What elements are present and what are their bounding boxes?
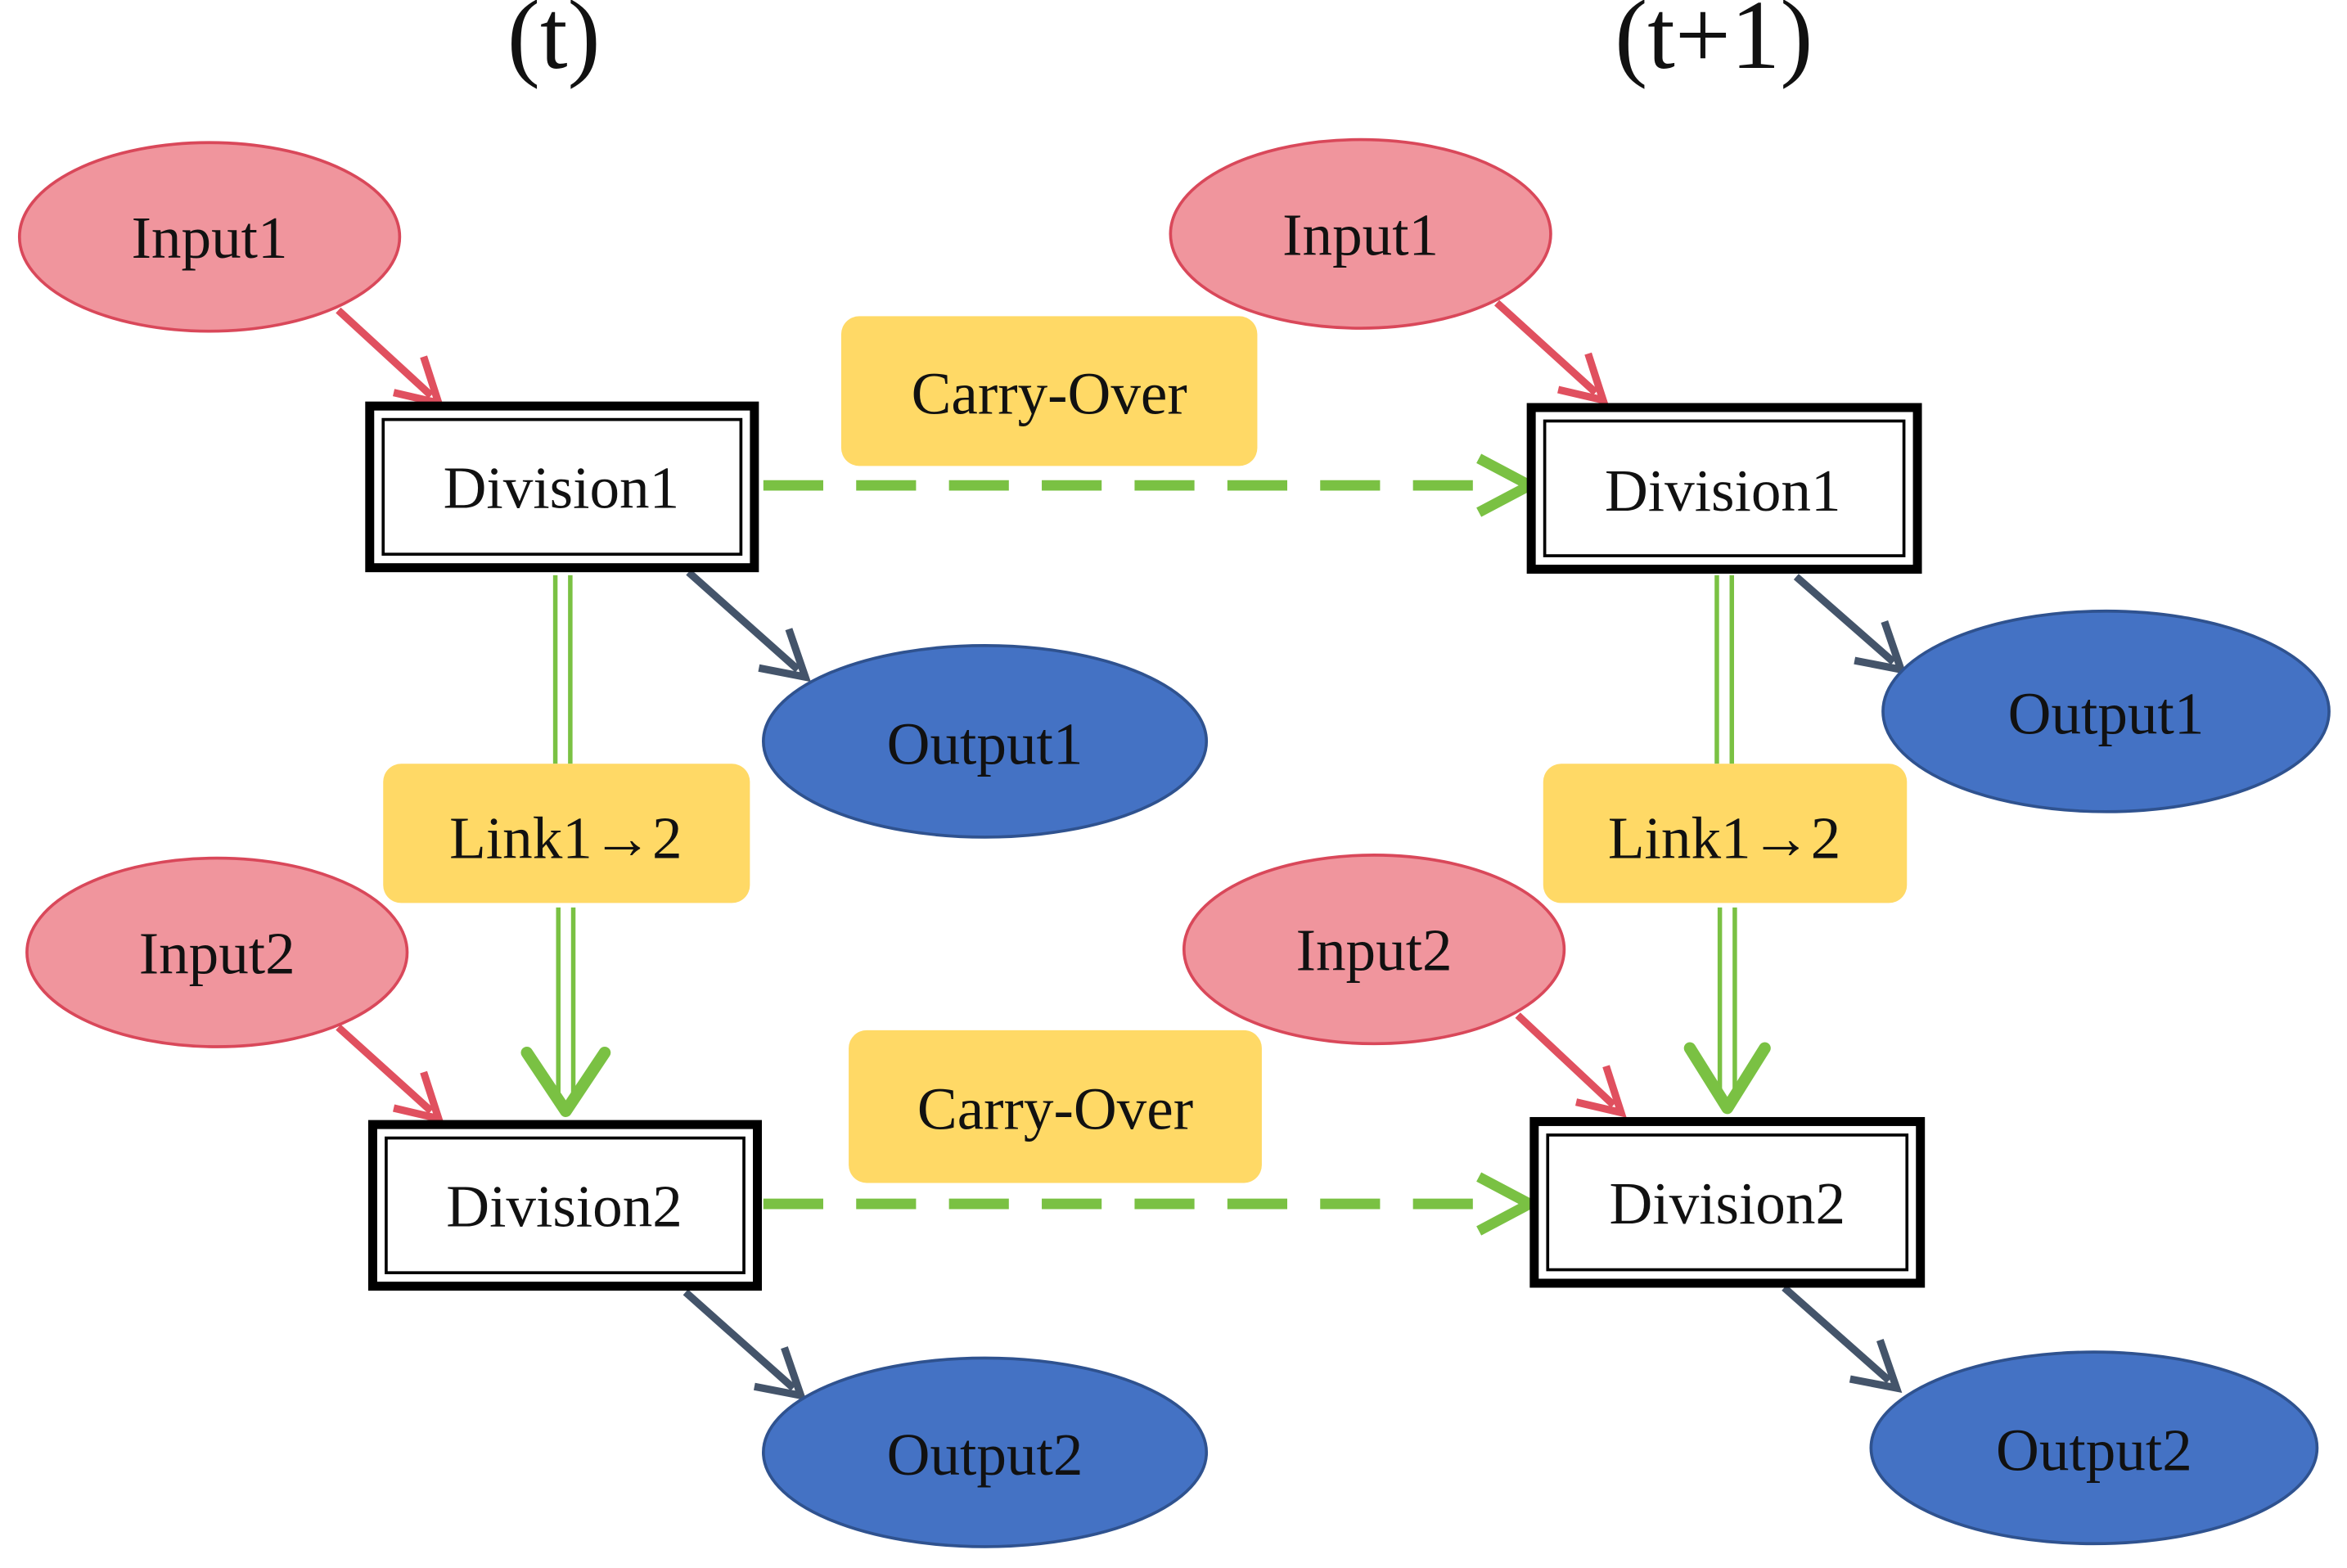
link-label-left: Link1→2: [383, 764, 750, 903]
input1-arrow-right: [1494, 300, 1609, 406]
output1-node-right: Output1: [1881, 609, 2331, 813]
input2-label-left: Input2: [139, 920, 295, 986]
input1-node-left: Input1: [17, 141, 402, 333]
period-label-t-plus-1: (t+1): [1615, 0, 1813, 90]
carry-over-arrow-bottom: [763, 1172, 1542, 1236]
input2-label-right: Input2: [1296, 917, 1453, 984]
period-label-t: (t): [507, 0, 601, 90]
link-label-right: Link1→2: [1543, 764, 1908, 903]
carry-over-label-bottom: Carry-Over: [849, 1030, 1262, 1183]
input1-arrow-left: [336, 307, 444, 408]
input1-node-right: Input1: [1169, 137, 1552, 330]
division2-node-right: Division2: [1529, 1116, 1926, 1288]
output2-node-left: Output2: [762, 1356, 1209, 1548]
link-arrow-right: [1683, 574, 1771, 1115]
division1-label-right: Division1: [1605, 457, 1841, 524]
output1-arrow-left: [686, 569, 811, 683]
output2-arrow-right: [1782, 1285, 1903, 1394]
output2-node-right: Output2: [1869, 1350, 2319, 1546]
link-text-right: Link1→2: [1608, 805, 1840, 872]
division1-label-left: Division1: [444, 455, 680, 521]
division1-node-right: Division1: [1526, 403, 1922, 574]
link-text-left: Link1→2: [449, 805, 682, 872]
division2-label-left: Division2: [446, 1173, 682, 1239]
output1-node-left: Output1: [762, 643, 1209, 839]
output1-arrow-right: [1793, 574, 1907, 675]
division2-node-left: Division2: [367, 1120, 763, 1291]
input2-node-right: Input2: [1182, 854, 1566, 1046]
input1-label-right: Input1: [1282, 201, 1439, 268]
output2-label-left: Output2: [887, 1422, 1083, 1488]
output1-label-left: Output1: [887, 710, 1083, 777]
link-arrow-left: [520, 574, 611, 1117]
carry-over-text-bottom: Carry-Over: [917, 1076, 1193, 1142]
input2-arrow-right: [1515, 1012, 1627, 1118]
division2-label-right: Division2: [1609, 1170, 1845, 1237]
carry-over-arrow-top: [763, 453, 1542, 517]
output2-label-right: Output2: [1996, 1417, 2192, 1484]
input2-arrow-left: [336, 1024, 444, 1124]
input1-label-left: Input1: [132, 205, 288, 271]
division1-node-left: Division1: [365, 401, 759, 573]
carry-over-label-top: Carry-Over: [840, 316, 1258, 466]
output1-label-right: Output1: [2008, 681, 2205, 747]
input2-node-left: Input2: [25, 856, 409, 1048]
carry-over-text-top: Carry-Over: [912, 360, 1187, 426]
output2-arrow-left: [682, 1289, 807, 1401]
